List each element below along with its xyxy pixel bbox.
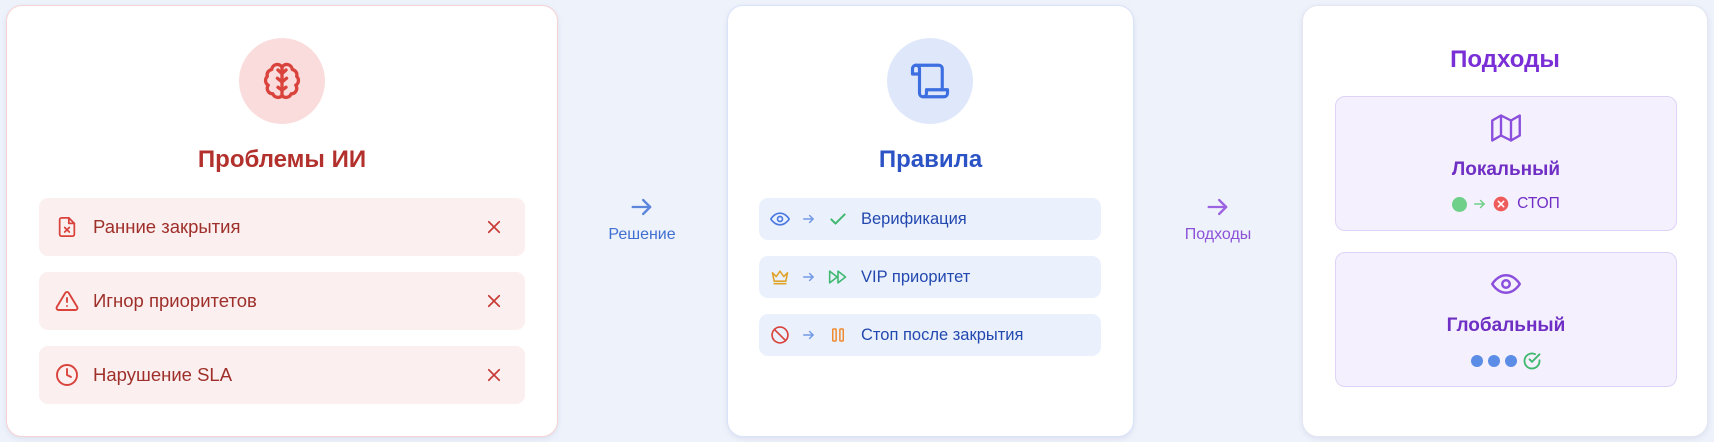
rule-item-vip-priority: VIP приоритет (759, 256, 1101, 298)
rule-label: VIP приоритет (861, 267, 971, 286)
problem-label: Нарушение SLA (93, 364, 233, 385)
rules-title: Правила (878, 146, 983, 173)
problems-card: Проблемы ИИ Ранние закрытия Игнор приори… (6, 5, 558, 437)
scroll-icon (887, 38, 973, 124)
problem-item-sla-violation: Нарушение SLA (39, 346, 525, 404)
approach-local-title: Локальный (1451, 159, 1561, 180)
blue-dot-icon (1504, 355, 1517, 367)
approach-global-flow (1336, 351, 1676, 371)
arrow-right-icon (1158, 192, 1278, 222)
arrow-right-icon (801, 212, 817, 226)
connector-label: Решение (608, 226, 676, 243)
arrow-right-icon (1473, 197, 1487, 211)
blue-dot-icon (1470, 355, 1483, 367)
map-icon (1336, 113, 1676, 143)
connector-solution: Решение (582, 192, 702, 244)
clock-icon (55, 363, 79, 387)
stop-label: СТОП (1517, 195, 1560, 212)
problem-label: Ранние закрытия (93, 216, 241, 237)
ban-icon (769, 324, 791, 346)
blue-dot-icon (1487, 355, 1500, 367)
problem-label: Игнор приоритетов (93, 290, 257, 311)
rules-card: Правила Верификация VIP приоритет (727, 5, 1134, 437)
connector-label: Подходы (1184, 226, 1252, 243)
fast-forward-icon (827, 266, 849, 288)
arrow-right-icon (801, 270, 817, 284)
eye-icon (769, 208, 791, 230)
file-x-icon (55, 215, 79, 239)
pause-icon (827, 324, 849, 346)
rule-label: Стоп после закрытия (861, 325, 1024, 344)
crown-icon (769, 266, 791, 288)
problem-item-early-closures: Ранние закрытия (39, 198, 525, 256)
check-icon (827, 208, 849, 230)
green-dot-icon (1452, 196, 1468, 212)
close-icon (483, 290, 505, 312)
brain-icon (239, 38, 325, 124)
approach-local: Локальный СТОП (1335, 96, 1677, 231)
rule-item-verification: Верификация (759, 198, 1101, 240)
approaches-card: Подходы Локальный СТОП Глобальный (1302, 5, 1708, 437)
eye-icon (1336, 269, 1676, 299)
approach-global: Глобальный (1335, 252, 1677, 387)
approach-global-title: Глобальный (1446, 315, 1566, 336)
close-icon (483, 216, 505, 238)
arrow-right-icon (582, 192, 702, 222)
connector-approaches: Подходы (1158, 192, 1278, 244)
check-circle-icon (1522, 351, 1542, 371)
stop-x-circle-icon (1493, 196, 1509, 212)
rule-label: Верификация (861, 209, 967, 228)
approaches-title: Подходы (1450, 46, 1560, 73)
approach-local-flow: СТОП (1336, 195, 1676, 213)
rule-item-stop-after-closure: Стоп после закрытия (759, 314, 1101, 356)
warning-triangle-icon (55, 289, 79, 313)
problems-title: Проблемы ИИ (197, 146, 367, 173)
close-icon (483, 364, 505, 386)
problem-item-ignored-priorities: Игнор приоритетов (39, 272, 525, 330)
arrow-right-icon (801, 328, 817, 342)
